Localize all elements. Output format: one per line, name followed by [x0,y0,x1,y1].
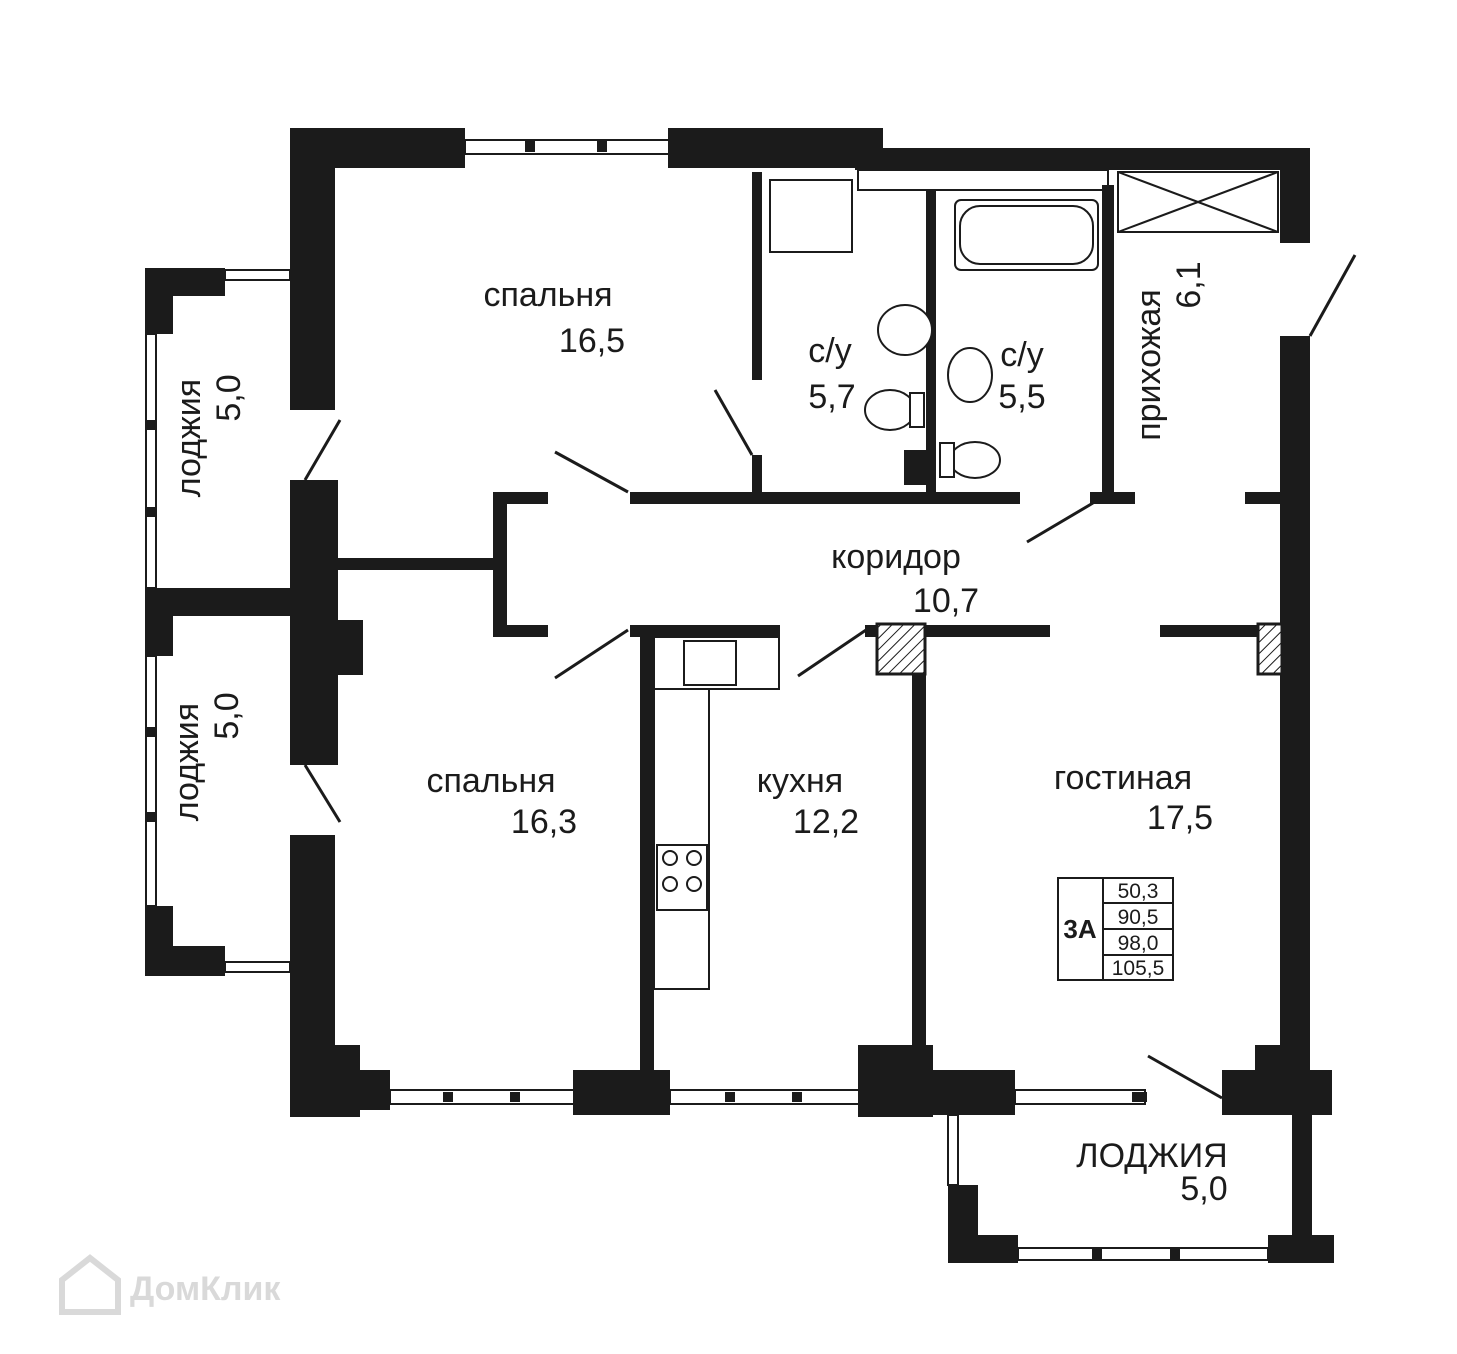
hallway-area: 6,1 [1170,261,1208,308]
room-labels: спальня 16,5 с/у 5,7 с/у 5,5 прихожая 6,… [168,261,1228,1208]
area-living: 50,3 [1118,880,1159,903]
bath-fixtures [864,199,1099,485]
house-logo-icon [59,1254,121,1315]
bath-1-name: с/у [808,332,851,370]
area-total: 90,5 [1118,906,1159,929]
bath-2-area: 5,5 [998,378,1045,416]
living-area: 17,5 [1147,799,1213,837]
bedroom-top-name: спальня [483,276,612,314]
loggia-top-name: лоджия [170,379,208,497]
loggia-left-area: 5,0 [208,692,246,739]
loggia-bottom-area: 5,0 [1180,1170,1227,1208]
bottom-loggia [947,1114,1334,1263]
watermark: ДомКлик [59,1254,281,1315]
bath-2-name: с/у [1000,336,1043,374]
loggia-top-area: 5,0 [210,374,248,421]
exterior-walls [145,128,1332,1240]
bedroom-top-area: 16,5 [559,322,625,360]
apartment-area-table: 3А 50,3 90,5 98,0 105,5 [1057,877,1174,981]
hallway-name: прихожая [1130,289,1168,441]
bedroom-bottom-name: спальня [426,762,555,800]
area-with-loggias-full: 105,5 [1112,957,1165,980]
loggia-bottom-name: ЛОДЖИЯ [1076,1137,1227,1175]
living-name: гостиная [1054,759,1192,797]
watermark-text: ДомКлик [130,1270,281,1308]
bedroom-bottom-area: 16,3 [511,803,577,841]
area-with-loggia: 98,0 [1118,932,1159,955]
door-swings [303,254,1357,1100]
interior-walls [493,171,1284,1070]
corridor-area: 10,7 [913,582,979,620]
kitchen-name: кухня [757,762,843,800]
kitchen-area: 12,2 [793,803,859,841]
corridor-name: коридор [831,538,961,576]
apartment-type: 3А [1063,914,1096,944]
left-loggias [145,268,291,976]
loggia-left-name: лоджия [168,703,206,821]
bath-1-area: 5,7 [808,378,855,416]
